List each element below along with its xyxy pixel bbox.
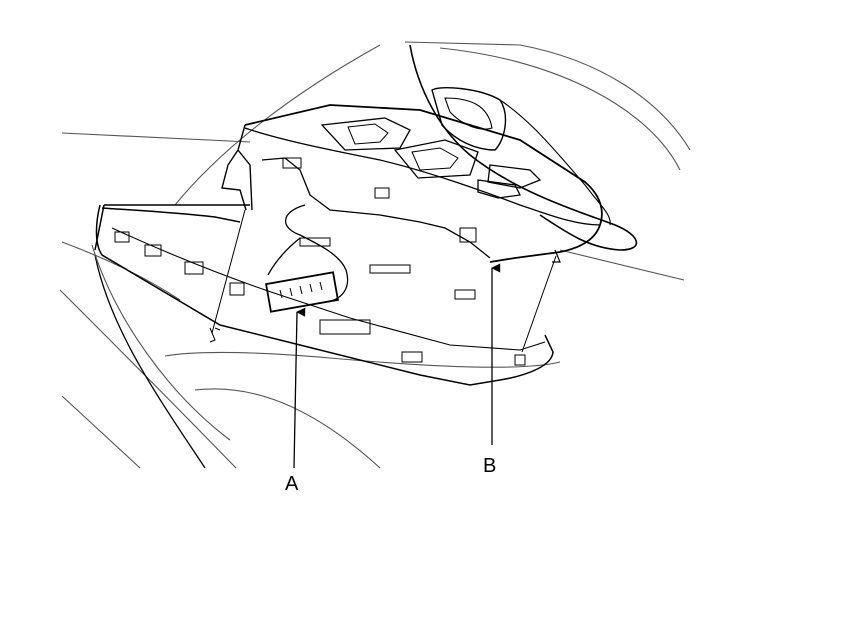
harness-wire-loop xyxy=(284,204,349,303)
callout-b-label: B xyxy=(483,455,496,477)
door-upper-contour xyxy=(174,44,381,206)
armrest-outer-curve xyxy=(94,254,206,469)
handle-recess-outline xyxy=(409,44,638,251)
callout-leaders xyxy=(211,209,557,469)
tray-clip-3 xyxy=(184,261,204,275)
window-switch-rear xyxy=(393,139,479,179)
tray-rim xyxy=(101,207,241,223)
lock-switch-lower xyxy=(477,179,521,199)
tray-clip-bracket xyxy=(209,327,221,343)
clip-guide-left xyxy=(211,209,246,334)
tray-clip-6 xyxy=(401,351,423,363)
armrest-tray xyxy=(94,204,554,386)
door-panel-background xyxy=(59,41,691,469)
tray-clip-1 xyxy=(114,231,130,243)
tray-slot-mid xyxy=(369,264,411,274)
clip-guide-right xyxy=(521,255,557,353)
door-left-line-1 xyxy=(61,132,251,143)
switch-panel-tab-right xyxy=(552,249,561,263)
tray-clip-5 xyxy=(319,319,371,335)
door-pocket-upper xyxy=(164,351,561,368)
switch-panel-outline xyxy=(244,104,603,263)
window-switch-rear-button xyxy=(411,147,459,171)
tray-slot-left xyxy=(299,237,331,247)
handle-opening xyxy=(431,87,507,151)
switch-panel xyxy=(221,104,603,263)
handle-lever xyxy=(444,97,493,130)
lock-switch-upper xyxy=(487,164,542,189)
switch-panel-underside xyxy=(261,157,491,259)
switch-panel-clip-1 xyxy=(282,157,302,169)
tray-outer-outline xyxy=(95,204,554,386)
door-left-line-4 xyxy=(61,395,141,469)
door-pocket-lower xyxy=(194,388,381,469)
harness-wire-lower xyxy=(267,237,301,276)
tray-slot-right xyxy=(454,289,476,300)
connector-a-body xyxy=(265,271,339,313)
window-switch-front-button xyxy=(347,123,389,145)
door-top-edge xyxy=(404,41,691,151)
harness xyxy=(265,204,349,313)
connector-a-pins xyxy=(279,281,323,299)
tray-clip-2 xyxy=(144,244,162,257)
tray-front-wall xyxy=(94,204,250,251)
tray-clip-7 xyxy=(514,354,526,366)
callout-labels: A B xyxy=(285,455,496,495)
window-switch-front xyxy=(320,117,411,151)
door-right-line xyxy=(559,249,685,281)
armrest-inner-curve xyxy=(91,244,231,441)
switch-panel-clip-2 xyxy=(374,187,390,199)
switch-panel-top-face xyxy=(244,127,601,226)
callout-a-label: A xyxy=(285,473,299,495)
door-handle-recess xyxy=(409,44,638,251)
door-left-line-3 xyxy=(59,289,237,469)
tray-clip-4 xyxy=(229,282,245,296)
callout-a-leader xyxy=(293,307,306,469)
switch-panel-clip-3 xyxy=(459,227,477,243)
tray-inner-ledge xyxy=(111,227,546,351)
switch-panel-left-end xyxy=(221,124,253,211)
door-top-edge-inner xyxy=(439,47,681,171)
